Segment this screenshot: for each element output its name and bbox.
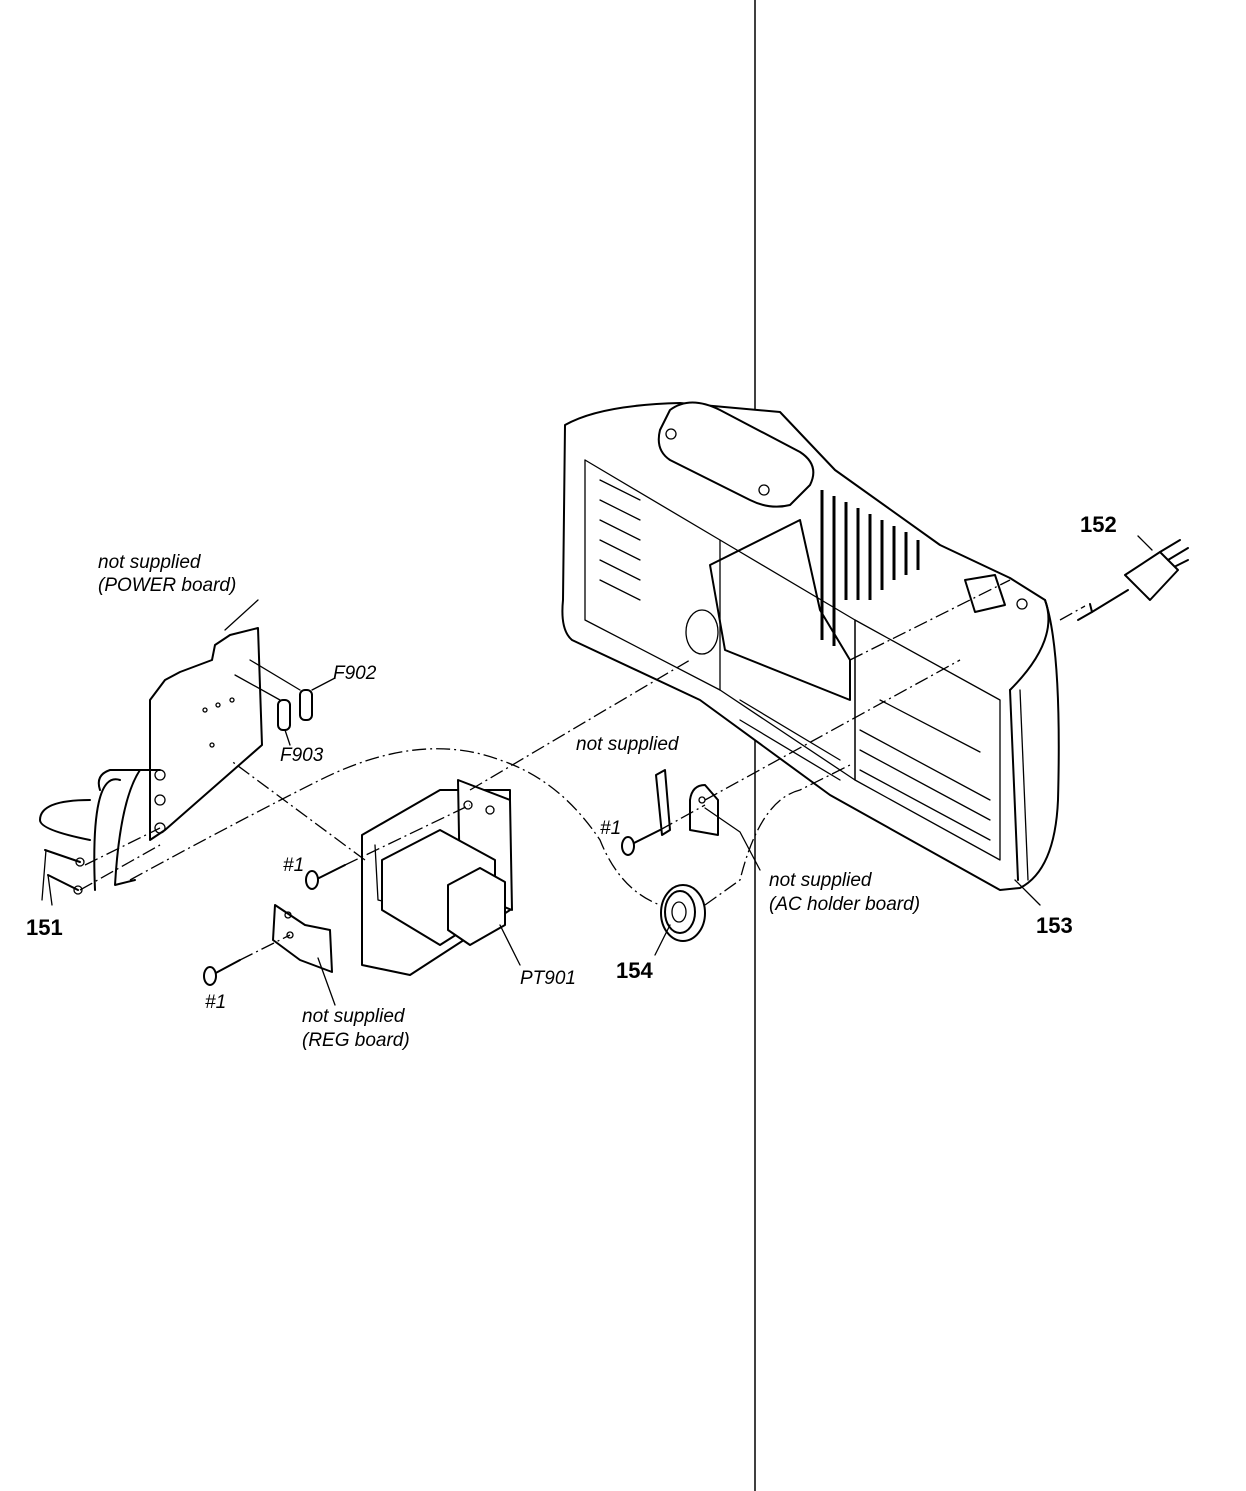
screw-label-1a: #1 bbox=[283, 855, 305, 876]
reg-board-note: not supplied bbox=[302, 1006, 405, 1027]
circuit-board-icon bbox=[689, 784, 719, 836]
power-board-note: not supplied bbox=[98, 552, 201, 573]
screw-label-1c: #1 bbox=[600, 818, 622, 839]
rear-cabinet-icon bbox=[561, 401, 1060, 891]
screw-label-1b: #1 bbox=[205, 992, 227, 1013]
wire-note: not supplied bbox=[576, 734, 679, 755]
label-pt901: PT901 bbox=[520, 968, 576, 989]
circuit-board-icon bbox=[272, 904, 333, 973]
ac-board-note: not supplied bbox=[769, 870, 872, 891]
part-number-151: 151 bbox=[26, 915, 63, 940]
transformer-icon bbox=[361, 779, 513, 976]
ac-board-name: (AC holder board) bbox=[769, 894, 921, 915]
label-f903: F903 bbox=[280, 745, 324, 766]
screw-icon bbox=[203, 829, 661, 986]
power-board-name: (POWER board) bbox=[98, 575, 237, 596]
reg-board-name: (REG board) bbox=[302, 1030, 410, 1051]
screw-icon bbox=[44, 849, 85, 895]
fuse-icon bbox=[277, 689, 313, 731]
part-number-153: 153 bbox=[1036, 913, 1073, 938]
label-f902: F902 bbox=[333, 663, 377, 684]
ferrite-core-icon bbox=[660, 884, 706, 942]
part-number-154: 154 bbox=[616, 958, 653, 983]
power-board-icon bbox=[39, 627, 263, 891]
ac-plug-icon bbox=[1077, 539, 1189, 621]
part-number-152: 152 bbox=[1080, 512, 1117, 537]
